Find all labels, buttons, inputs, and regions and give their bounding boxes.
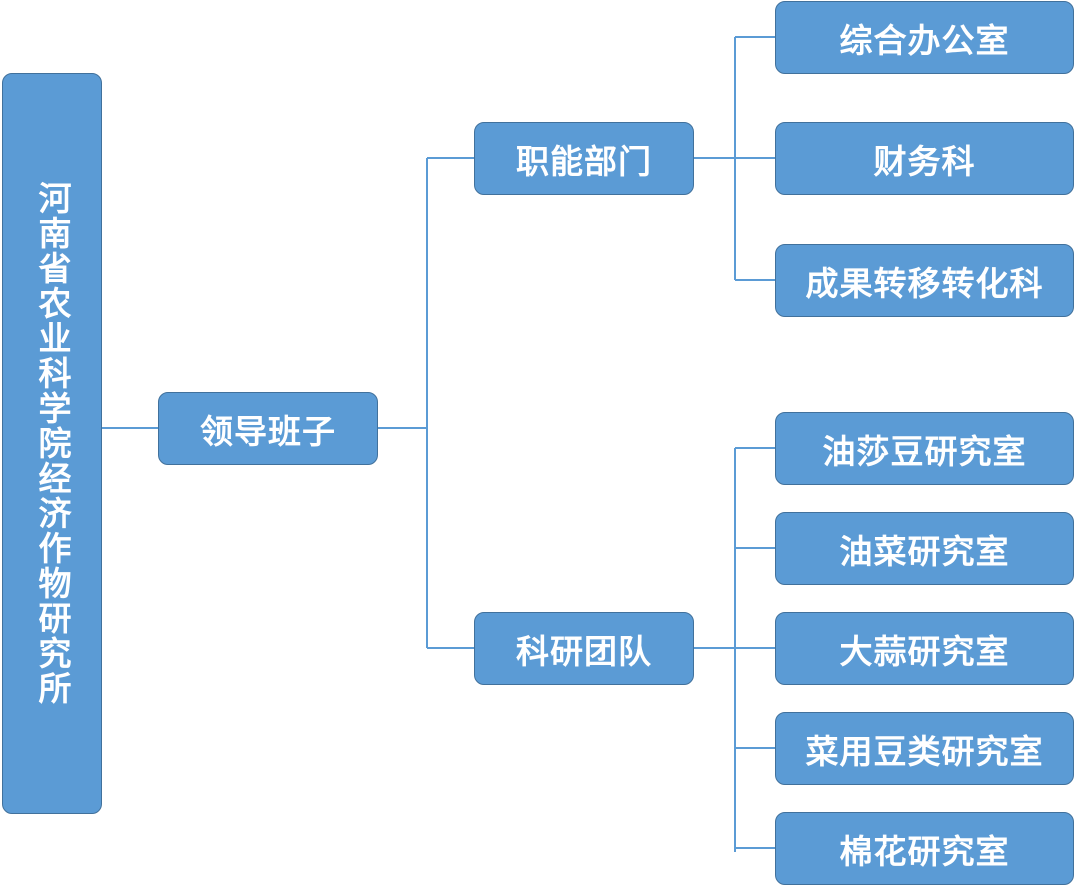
functional-child-finance: 财务科 bbox=[775, 122, 1074, 195]
research-child-vegetable-legume: 菜用豆类研究室 bbox=[775, 712, 1074, 785]
functional-child-transfer: 成果转移转化科 bbox=[775, 244, 1074, 317]
research-child-rapeseed: 油菜研究室 bbox=[775, 512, 1074, 585]
functional-child-office: 综合办公室 bbox=[775, 1, 1074, 74]
root-node: 河南省农业科学院经济作物研究所 bbox=[2, 73, 102, 814]
research-child-cotton: 棉花研究室 bbox=[775, 812, 1074, 885]
research-node: 科研团队 bbox=[474, 612, 694, 685]
functional-node: 职能部门 bbox=[474, 122, 694, 195]
research-child-tigernut: 油莎豆研究室 bbox=[775, 412, 1074, 485]
research-child-garlic: 大蒜研究室 bbox=[775, 612, 1074, 685]
leadership-node: 领导班子 bbox=[158, 392, 378, 465]
